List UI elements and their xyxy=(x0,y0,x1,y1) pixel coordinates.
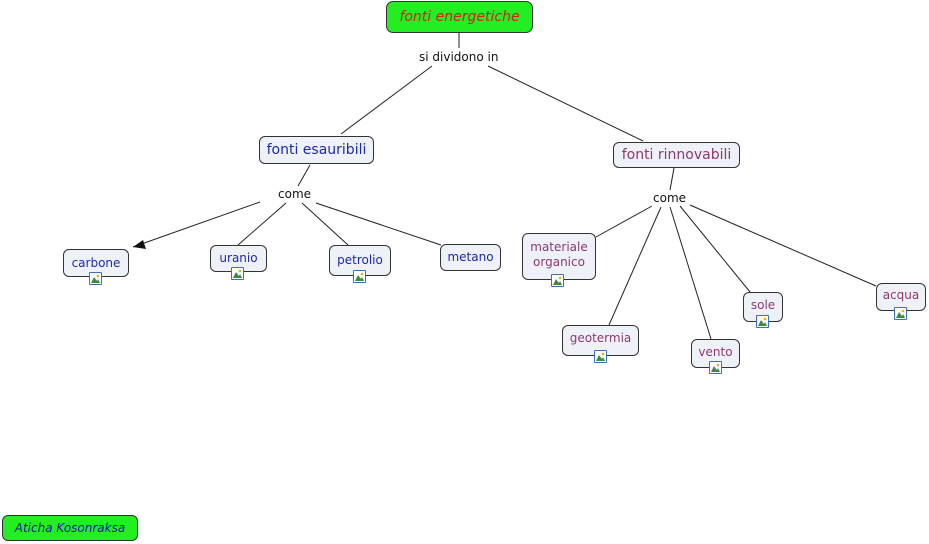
image-icon[interactable] xyxy=(709,361,722,374)
esauribili-linking-phrase: come xyxy=(276,187,314,201)
node-geotermia-label: geotermia xyxy=(569,331,632,345)
image-icon[interactable] xyxy=(894,307,907,320)
image-icon[interactable] xyxy=(594,350,607,363)
node-uranio-label: uranio xyxy=(219,251,258,265)
author-label: Aticha Kosonraksa xyxy=(14,520,126,535)
node-fonti-esauribili-label: fonti esauribili xyxy=(266,141,367,158)
node-fonti-esauribili[interactable]: fonti esauribili xyxy=(259,136,374,164)
image-icon[interactable] xyxy=(551,274,564,287)
node-sole-label: sole xyxy=(750,298,776,312)
node-petrolio-label: petrolio xyxy=(337,253,383,267)
image-icon[interactable] xyxy=(89,272,102,285)
node-metano-label: metano xyxy=(447,250,494,264)
root-label: fonti energetiche xyxy=(399,8,520,25)
node-fonti-rinnovabili[interactable]: fonti rinnovabili xyxy=(613,142,740,168)
node-acqua-label: acqua xyxy=(882,288,920,302)
image-icon[interactable] xyxy=(231,267,244,280)
node-vento-label: vento xyxy=(698,345,733,359)
node-carbone-label: carbone xyxy=(71,255,121,270)
rinnovabili-linking-phrase: come xyxy=(651,191,689,205)
image-icon[interactable] xyxy=(756,315,769,328)
node-metano[interactable]: metano xyxy=(440,244,501,271)
image-icon[interactable] xyxy=(353,270,366,283)
node-carbone[interactable]: carbone xyxy=(63,249,129,277)
root-node[interactable]: fonti energetiche xyxy=(386,1,533,33)
author-node[interactable]: Aticha Kosonraksa xyxy=(2,515,138,541)
node-materiale-organico[interactable]: materiale organico xyxy=(522,233,596,280)
root-linking-phrase: si dividono in xyxy=(417,50,501,64)
node-fonti-rinnovabili-label: fonti rinnovabili xyxy=(621,146,732,163)
node-materiale-organico-label: materiale organico xyxy=(530,240,588,269)
